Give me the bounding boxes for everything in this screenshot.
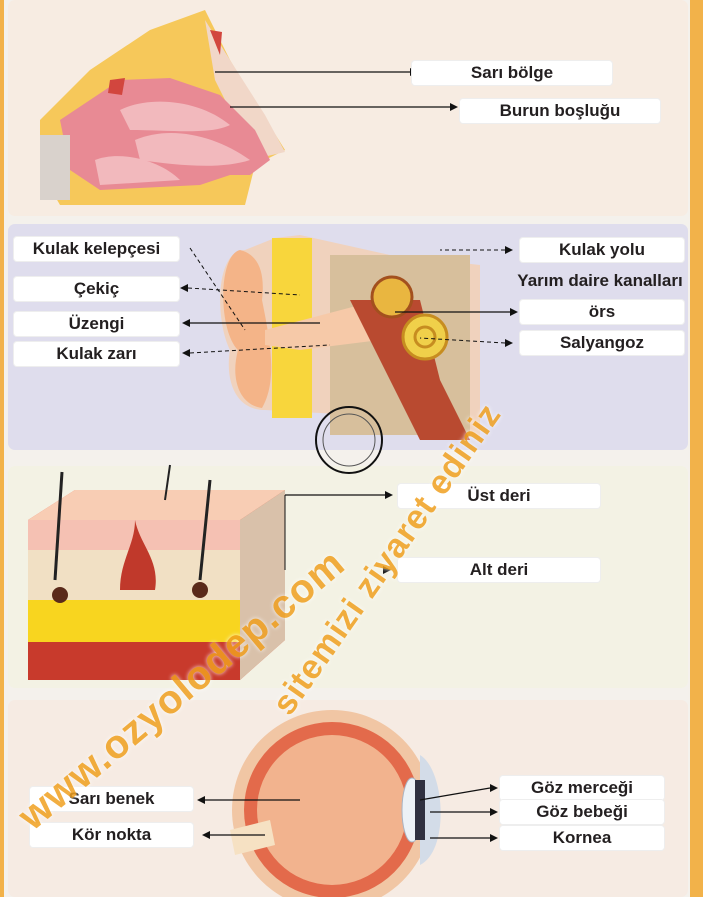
left-border xyxy=(0,0,4,897)
label-kor-nokta: Kör nokta xyxy=(30,823,193,847)
label-cekic: Çekiç xyxy=(14,277,179,301)
label-ors: örs xyxy=(520,300,684,324)
label-ust-deri: Üst deri xyxy=(398,484,600,508)
label-kulak-zari: Kulak zarı xyxy=(14,342,179,366)
ear-illustration xyxy=(220,235,480,474)
right-border xyxy=(690,0,703,897)
label-kulak-yolu: Kulak yolu xyxy=(520,238,684,262)
label-alt-deri: Alt deri xyxy=(398,558,600,582)
skin-illustration xyxy=(28,464,285,680)
label-goz-bebegi: Göz bebeği xyxy=(500,800,664,824)
label-salyangoz: Salyangoz xyxy=(520,331,684,355)
label-sari-bolge: Sarı bölge xyxy=(412,61,612,85)
label-kornea: Kornea xyxy=(500,826,664,850)
label-uzengi: Üzengi xyxy=(14,312,179,336)
nose-illustration xyxy=(40,10,285,205)
eye-illustration xyxy=(230,710,441,897)
label-yarim-daire-kanallari: Yarım daire kanalları xyxy=(517,271,683,290)
label-goz-mercegi: Göz merceği xyxy=(500,776,664,800)
label-sari-benek: Sarı benek xyxy=(30,787,193,811)
label-kulak-kelepcesi: Kulak kelepçesi xyxy=(14,237,179,261)
label-burun-boslugu: Burun boşluğu xyxy=(460,99,660,123)
